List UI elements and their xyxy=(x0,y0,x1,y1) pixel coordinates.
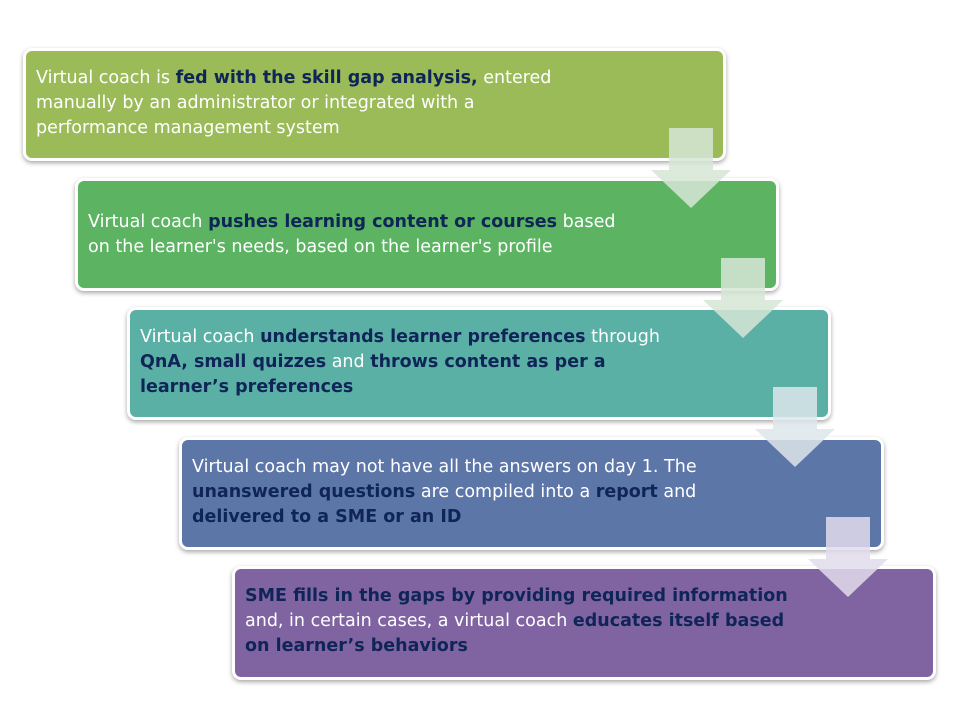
step-2-highlight: pushes learning content or courses xyxy=(208,212,558,232)
step-4-text: Virtual coach may not have all the answe… xyxy=(192,455,697,530)
down-arrow-icon xyxy=(755,387,835,467)
step-1-text: Virtual coach is fed with the skill gap … xyxy=(36,66,551,141)
down-arrow-icon xyxy=(703,258,783,338)
step-1-box: Virtual coach is fed with the skill gap … xyxy=(23,48,726,161)
step-3-text-part: and xyxy=(326,352,371,372)
step-2-text: Virtual coach pushes learning content or… xyxy=(88,210,616,260)
step-5-text: SME fills in the gaps by providing requi… xyxy=(245,584,788,659)
step-4-highlight: delivered to a SME or an ID xyxy=(192,507,462,527)
step-4-text-part: and xyxy=(657,482,697,502)
step-3-box: Virtual coach understands learner prefer… xyxy=(127,307,831,420)
down-arrow-shape xyxy=(651,128,731,208)
step-4-highlight: unanswered questions xyxy=(192,482,416,502)
down-arrow-icon xyxy=(808,517,888,597)
step-5-highlight: educates itself based xyxy=(572,611,785,631)
step-3-highlight: throws content as per a xyxy=(370,352,606,372)
down-arrow-shape xyxy=(703,258,783,338)
step-4-box: Virtual coach may not have all the answe… xyxy=(179,437,884,550)
step-3-highlight: QnA, small quizzes xyxy=(140,352,327,372)
down-arrow-icon xyxy=(651,128,731,208)
step-5-highlight: on learner’s behaviors xyxy=(245,636,468,656)
step-2-text-part: based xyxy=(557,212,616,232)
step-1-highlight: fed with the skill gap analysis, xyxy=(175,68,478,88)
step-3-text-part: through xyxy=(585,327,660,347)
step-1-text-part: performance management system xyxy=(36,118,340,138)
step-5-highlight: SME fills in the gaps by providing requi… xyxy=(245,586,788,606)
step-4-text-part: are compiled into a xyxy=(415,482,596,502)
step-3-highlight: understands learner preferences xyxy=(260,327,586,347)
step-3-text: Virtual coach understands learner prefer… xyxy=(140,325,660,400)
step-4-highlight: report xyxy=(595,482,658,502)
step-3-text-part: Virtual coach xyxy=(140,327,261,347)
step-4-text-part: Virtual coach may not have all the answe… xyxy=(192,457,697,477)
step-1-text-part: manually by an administrator or integrat… xyxy=(36,93,475,113)
down-arrow-shape xyxy=(808,517,888,597)
step-3-highlight: learner’s preferences xyxy=(140,377,354,397)
step-2-box: Virtual coach pushes learning content or… xyxy=(75,178,779,291)
step-2-text-part: Virtual coach xyxy=(88,212,209,232)
down-arrow-shape xyxy=(755,387,835,467)
step-5-box: SME fills in the gaps by providing requi… xyxy=(232,566,936,680)
step-5-text-part: and, in certain cases, a virtual coach xyxy=(245,611,573,631)
step-1-text-part: entered xyxy=(477,68,552,88)
step-2-text-part: on the learner's needs, based on the lea… xyxy=(88,237,553,257)
step-1-text-part: Virtual coach is xyxy=(36,68,176,88)
